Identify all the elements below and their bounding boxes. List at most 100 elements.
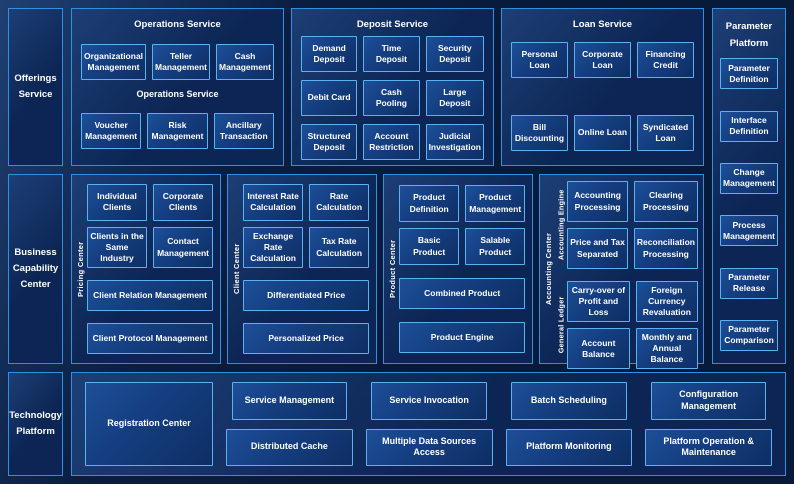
rail-offerings-service: Offerings Service (8, 8, 63, 166)
box-security-deposit: Security Deposit (425, 36, 484, 72)
box-registration-center: Registration Center (85, 382, 213, 466)
box-ancillary-transaction: Ancillary Transaction (213, 112, 274, 149)
side-label-accounting-center: Accounting Center (543, 232, 553, 306)
box-platform-operation-maintenance: Platform Operation & Maintenance (645, 428, 772, 466)
box-configuration-management: Configuration Management (650, 382, 767, 420)
box-monthly-and-annual-balance: Monthly and Annual Balance (635, 328, 698, 370)
box-voucher-management: Voucher Management (81, 112, 142, 149)
box-basic-product: Basic Product (399, 228, 460, 265)
box-multiple-data-sources-access: Multiple Data Sources Access (365, 428, 493, 466)
section-title-parameter-platform: Parameter Platform (725, 21, 773, 50)
box-interest-rate-calculation: Interest Rate Calculation (243, 183, 304, 221)
box-product-engine: Product Engine (399, 322, 526, 353)
box-exchange-rate-calculation: Exchange Rate Calculation (243, 226, 304, 269)
box-process-management: Process Management (720, 215, 778, 247)
box-combined-product: Combined Product (399, 278, 526, 309)
box-product-definition: Product Definition (399, 185, 460, 222)
box-reconciliation-processing: Reconciliation Processing (633, 228, 698, 269)
box-platform-monitoring: Platform Monitoring (505, 428, 633, 466)
box-teller-management: Teller Management (152, 44, 210, 81)
box-demand-deposit: Demand Deposit (300, 36, 358, 72)
box-financing-credit: Financing Credit (637, 42, 695, 79)
box-salable-product: Salable Product (465, 228, 526, 265)
box-cash-management: Cash Management (216, 44, 274, 81)
side-label-accounting-engine: Accounting Engine (556, 189, 566, 261)
side-label-pricing-center: Pricing Center (75, 241, 85, 297)
box-rate-calculation: Rate Calculation (309, 183, 370, 221)
box-online-loan: Online Loan (573, 114, 631, 151)
box-foreign-currency-revaluation: Foreign Currency Revaluation (635, 281, 698, 323)
box-time-deposit: Time Deposit (363, 36, 420, 72)
box-parameter-comparison: Parameter Comparison (720, 319, 778, 351)
box-price-and-tax-separated: Price and Tax Separated (567, 228, 628, 269)
box-cash-pooling: Cash Pooling (363, 80, 420, 116)
box-structured-deposit: Structured Deposit (300, 124, 358, 160)
box-account-restriction: Account Restriction (363, 124, 420, 160)
box-corporate-clients: Corporate Clients (153, 183, 214, 221)
group-label-operations-service: Operations Service (136, 88, 219, 99)
box-client-relation-management: Client Relation Management (87, 280, 214, 312)
box-tax-rate-calculation: Tax Rate Calculation (309, 226, 370, 269)
box-debit-card: Debit Card (300, 80, 358, 116)
box-batch-scheduling: Batch Scheduling (511, 382, 627, 420)
box-personal-loan: Personal Loan (510, 42, 568, 79)
box-parameter-release: Parameter Release (720, 267, 778, 299)
box-judicial-investigation: Judicial Investigation (425, 124, 484, 160)
side-label-client-center: Client Center (231, 243, 241, 295)
box-risk-management: Risk Management (147, 112, 208, 149)
box-change-management: Change Management (720, 162, 778, 194)
box-service-invocation: Service Invocation (371, 382, 487, 420)
box-bill-discounting: Bill Discounting (510, 114, 568, 151)
box-distributed-cache: Distributed Cache (226, 428, 353, 466)
box-account-balance: Account Balance (567, 328, 630, 370)
box-differentiated-price: Differentiated Price (243, 280, 370, 312)
box-service-management: Service Management (231, 382, 348, 420)
rail-technology-platform: Technology Platform (8, 372, 63, 476)
section-title-loan-service: Loan Service (572, 19, 633, 30)
box-syndicated-loan: Syndicated Loan (637, 114, 695, 151)
box-product-management: Product Management (465, 185, 526, 222)
side-label-product-center: Product Center (387, 239, 397, 299)
box-corporate-loan: Corporate Loan (573, 42, 631, 79)
box-individual-clients: Individual Clients (87, 183, 148, 221)
box-contact-management: Contact Management (153, 226, 214, 269)
box-clearing-processing: Clearing Processing (633, 181, 698, 222)
side-label-general-ledger: General Ledger (556, 296, 566, 354)
box-organizational-management: Organizational Management (81, 44, 147, 81)
box-parameter-definition: Parameter Definition (720, 58, 778, 90)
box-accounting-processing: Accounting Processing (567, 181, 628, 222)
box-client-protocol-management: Client Protocol Management (87, 323, 214, 354)
box-large-deposit: Large Deposit (425, 80, 484, 116)
section-title-operations-service: Operations Service (134, 19, 221, 30)
box-carry-over-of-profit-and-loss: Carry-over of Profit and Loss (567, 281, 630, 323)
